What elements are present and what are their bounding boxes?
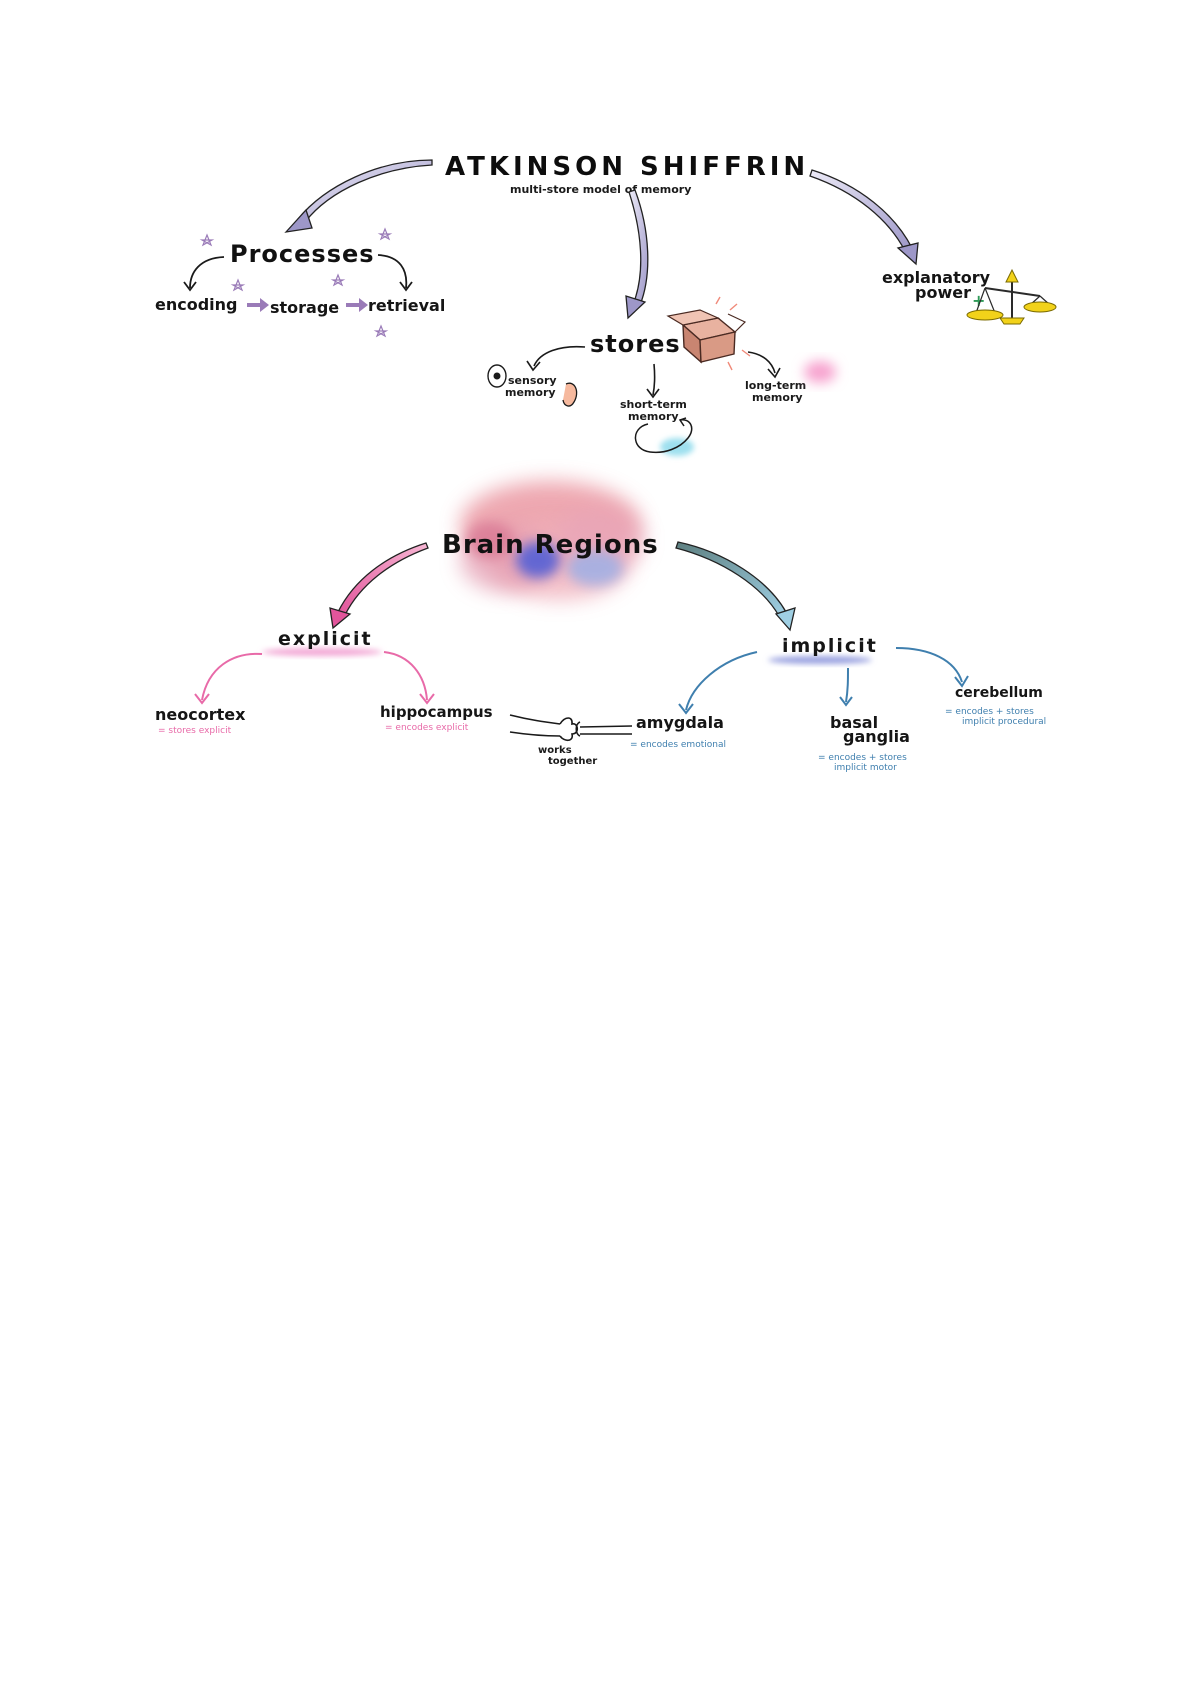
- explanatory-line2: power: [915, 283, 971, 302]
- processes-heading: Processes: [230, 240, 375, 268]
- amygdala-note: = encodes emotional: [630, 740, 726, 750]
- box-icon: [666, 309, 747, 364]
- stores-branch-arrows: [526, 345, 781, 399]
- arrow-title-to-explanatory: [809, 169, 919, 266]
- hippocampus-label: hippocampus: [380, 703, 493, 721]
- process-encoding: encoding: [155, 295, 238, 314]
- works-together-line1: works: [538, 745, 572, 756]
- ear-icon: [562, 382, 578, 407]
- short-term-memory-line1: short-term: [620, 398, 687, 411]
- scales-icon: [966, 268, 1057, 325]
- implicit-heading: implicit: [782, 635, 878, 657]
- arrow-title-to-processes: [284, 159, 433, 233]
- amygdala-label: amygdala: [636, 713, 724, 732]
- long-term-memory-line1: long-term: [745, 379, 806, 392]
- explanatory-line1: explanatory: [882, 268, 991, 287]
- box-shine-marks: [715, 296, 751, 371]
- explicit-heading: explicit: [278, 628, 373, 650]
- implicit-branch-arrows: [678, 647, 969, 715]
- works-together-bone-icon: [509, 714, 633, 742]
- purple-arrow-icon: [247, 298, 368, 312]
- basal-ganglia-note-line2: implicit motor: [834, 763, 897, 773]
- implicit-highlight: [768, 656, 872, 664]
- basal-ganglia-line1: basal: [830, 713, 878, 732]
- long-term-blush: [804, 361, 836, 383]
- explicit-highlight: [262, 648, 382, 656]
- basal-ganglia-note-line1: = encodes + stores: [818, 753, 907, 763]
- brain-regions-heading: Brain Regions: [442, 530, 659, 560]
- sensory-memory-line1: sensory: [508, 374, 557, 387]
- sensory-memory-line2: memory: [505, 386, 556, 399]
- basal-ganglia-line2: ganglia: [843, 727, 910, 746]
- cerebellum-note-line2: implicit procedural: [962, 717, 1046, 727]
- loop-icon: [634, 417, 694, 456]
- hippocampus-note: = encodes explicit: [385, 723, 469, 733]
- eye-icon: [487, 364, 507, 388]
- cerebellum-note-line1: = encodes + stores: [945, 707, 1034, 717]
- arrow-title-to-stores: [625, 189, 649, 320]
- model-title: ATKINSON SHIFFRIN: [445, 152, 809, 182]
- sparkle-icon: [199, 227, 393, 338]
- neocortex-label: neocortex: [155, 705, 246, 724]
- process-storage: storage: [270, 298, 339, 317]
- brain-cloud: [460, 481, 644, 600]
- process-retrieval: retrieval: [368, 296, 445, 315]
- neocortex-note: = stores explicit: [158, 726, 232, 736]
- arrow-brain-to-implicit: [675, 541, 796, 632]
- model-subtitle: multi-store model of memory: [510, 183, 691, 196]
- short-term-memory-line2: memory: [628, 410, 679, 423]
- explicit-branch-arrows: [194, 651, 435, 705]
- long-term-memory-line2: memory: [752, 391, 803, 404]
- cerebellum-label: cerebellum: [955, 685, 1043, 701]
- stores-heading: stores: [590, 330, 681, 358]
- arrow-brain-to-explicit: [329, 542, 429, 630]
- processes-branch-arrows: [183, 254, 413, 292]
- works-together-line2: together: [548, 756, 597, 767]
